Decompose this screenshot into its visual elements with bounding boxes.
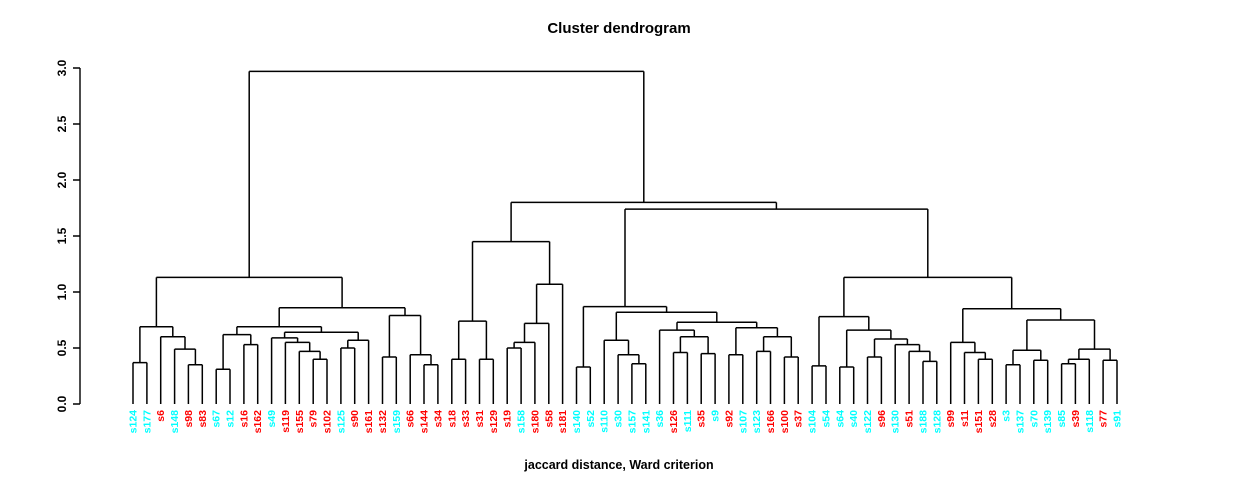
leaf-label-s123: s123 [751, 410, 763, 434]
y-tick-label-1.5: 1.5 [55, 227, 69, 244]
y-tick-label-0.5: 0.5 [55, 339, 69, 356]
leaf-label-s139: s139 [1042, 410, 1054, 434]
chart-title: Cluster dendrogram [547, 20, 691, 37]
leaf-label-s126: s126 [668, 410, 680, 434]
leaf-label-s102: s102 [322, 410, 334, 434]
leaf-label-s107: s107 [737, 410, 749, 434]
leaf-label-s188: s188 [917, 410, 929, 434]
leaf-label-s99: s99 [945, 410, 957, 428]
leaf-label-s66: s66 [405, 410, 417, 428]
leaf-label-s67: s67 [211, 410, 223, 428]
leaf-label-s151: s151 [973, 410, 985, 434]
leaf-label-s129: s129 [488, 410, 500, 434]
leaf-label-s33: s33 [460, 410, 472, 428]
leaf-label-s166: s166 [765, 410, 777, 434]
leaf-label-s177: s177 [141, 410, 153, 434]
leaf-label-s58: s58 [543, 410, 555, 428]
dendrogram-path [132, 70, 1118, 404]
leaf-label-s159: s159 [391, 410, 403, 434]
leaf-label-s18: s18 [446, 410, 458, 428]
leaf-label-s91: s91 [1111, 410, 1123, 428]
leaf-label-s36: s36 [654, 410, 666, 428]
chart-xlabel: jaccard distance, Ward criterion [524, 458, 714, 472]
y-tick-label-2.5: 2.5 [55, 115, 69, 132]
leaf-label-s39: s39 [1070, 410, 1082, 428]
leaf-label-s90: s90 [349, 410, 361, 428]
leaf-label-s30: s30 [613, 410, 625, 428]
leaf-label-s28: s28 [987, 410, 999, 428]
leaf-label-s37: s37 [793, 410, 805, 428]
leaf-label-s79: s79 [308, 410, 320, 428]
leaf-label-s70: s70 [1028, 410, 1040, 428]
leaf-label-s16: s16 [238, 410, 250, 428]
leaf-label-s96: s96 [876, 410, 888, 428]
leaf-label-s137: s137 [1014, 410, 1026, 434]
leaf-label-s119: s119 [280, 410, 292, 433]
leaf-label-s52: s52 [585, 410, 597, 428]
leaf-label-s98: s98 [183, 410, 195, 428]
leaf-label-s40: s40 [848, 410, 860, 428]
leaf-label-s155: s155 [294, 410, 306, 434]
dendrogram-links [132, 70, 1118, 404]
y-axis-line [73, 67, 81, 405]
y-axis: 0.0 0.5 1.0 1.5 2.0 2.5 3.0 [55, 59, 81, 412]
leaf-label-s141: s141 [640, 410, 652, 434]
leaf-label-s11: s11 [959, 410, 971, 427]
leaf-label-s132: s132 [377, 410, 389, 434]
leaf-label-s77: s77 [1098, 410, 1110, 428]
leaf-label-s158: s158 [516, 410, 528, 434]
leaf-label-s162: s162 [252, 410, 264, 434]
leaf-label-s110: s110 [599, 410, 611, 433]
leaf-label-s104: s104 [807, 410, 819, 434]
leaf-label-s140: s140 [571, 410, 583, 434]
leaf-label-s9: s9 [710, 410, 722, 422]
leaf-label-s83: s83 [197, 410, 209, 428]
leaf-label-s100: s100 [779, 410, 791, 434]
leaf-label-s6: s6 [155, 410, 167, 422]
leaf-label-s111: s111 [682, 410, 694, 432]
leaf-label-s128: s128 [931, 410, 943, 434]
leaf-label-s35: s35 [696, 410, 708, 428]
leaf-label-s180: s180 [529, 410, 541, 434]
leaf-label-s51: s51 [904, 410, 916, 428]
leaf-label-s118: s118 [1084, 410, 1096, 433]
leaf-label-s12: s12 [225, 410, 237, 428]
leaf-label-s31: s31 [474, 410, 486, 428]
leaf-label-s144: s144 [419, 410, 431, 434]
leaf-label-s19: s19 [502, 410, 514, 428]
leaf-label-s181: s181 [557, 410, 569, 434]
leaf-label-s3: s3 [1001, 410, 1013, 422]
leaf-label-s85: s85 [1056, 410, 1068, 428]
y-tick-label-1.0: 1.0 [55, 283, 69, 300]
leaf-label-s92: s92 [723, 410, 735, 428]
y-tick-label-2.0: 2.0 [55, 171, 69, 188]
leaf-label-s64: s64 [834, 410, 846, 428]
leaf-label-s122: s122 [862, 410, 874, 434]
leaf-label-s161: s161 [363, 410, 375, 434]
leaf-label-s125: s125 [335, 410, 347, 434]
leaf-label-s34: s34 [432, 410, 444, 428]
leaf-label-s54: s54 [820, 410, 832, 428]
y-tick-label-3.0: 3.0 [55, 59, 69, 76]
leaf-label-s157: s157 [626, 410, 638, 434]
leaf-label-s124: s124 [128, 410, 140, 434]
leaf-label-s130: s130 [890, 410, 902, 434]
leaf-label-s49: s49 [266, 410, 278, 428]
leaf-label-s148: s148 [169, 410, 181, 434]
y-tick-label-0.0: 0.0 [55, 395, 69, 412]
